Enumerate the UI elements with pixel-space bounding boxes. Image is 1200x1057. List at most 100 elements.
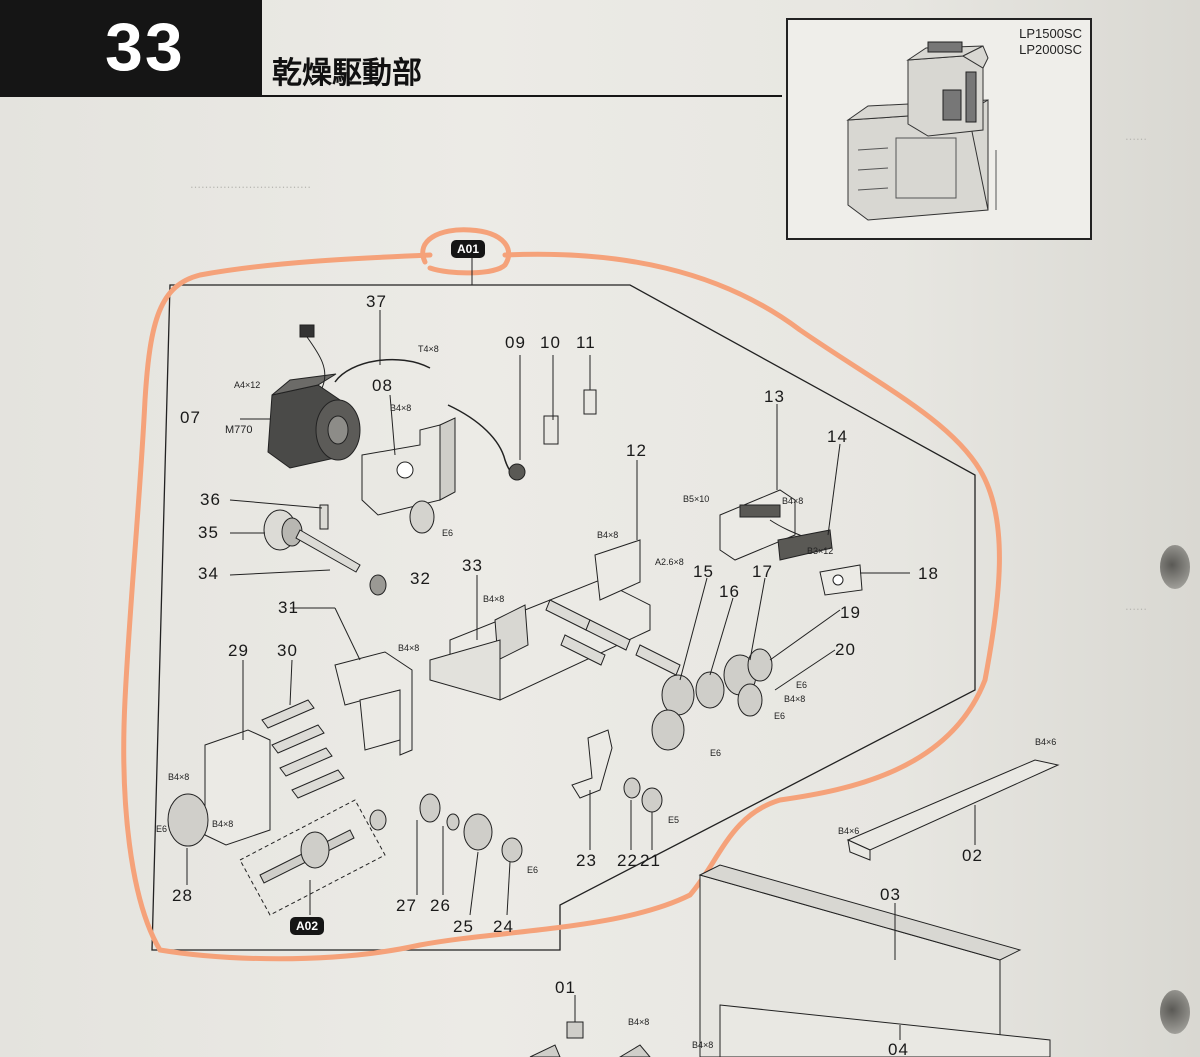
- fastener-a4x12: A4×12: [234, 380, 261, 390]
- part-label-20: 20: [835, 640, 856, 659]
- gear-32: [409, 500, 435, 534]
- page-number-block: 33: [0, 0, 262, 97]
- fastener-b4x8: B4×8: [483, 594, 505, 604]
- part-label-19: 19: [840, 603, 861, 622]
- part-label-18: 18: [918, 564, 939, 583]
- fastener-e6: E6: [710, 748, 722, 758]
- model-thumbnail-box: LP1500SC LP2000SC: [786, 18, 1092, 240]
- part-label-07: 07: [180, 408, 201, 427]
- part-label-23: 23: [576, 851, 597, 870]
- orange-highlight-outline: [121, 251, 1002, 962]
- page-number: 33: [105, 9, 185, 85]
- model-name-1: LP1500SC: [1019, 26, 1082, 41]
- part-label-21: 21: [640, 851, 661, 870]
- bracket-31: [334, 651, 413, 756]
- callout-a02: A02: [290, 917, 325, 935]
- bleed-through-text: ……: [1125, 130, 1147, 143]
- part-label-28: 28: [172, 886, 193, 905]
- fastener-b4x8: B4×8: [212, 819, 234, 829]
- gear-cluster: [651, 648, 773, 751]
- part-label-27: 27: [396, 896, 417, 915]
- section-title: 乾燥駆動部: [272, 56, 422, 91]
- small-parts-row: [369, 777, 663, 863]
- bracket-08: [361, 417, 456, 516]
- bleed-through-text: ……: [1125, 600, 1147, 613]
- cable-37: [334, 358, 431, 383]
- fastener-b4x6: B4×6: [1035, 737, 1057, 747]
- fastener-e6: E6: [796, 680, 808, 690]
- punch-hole: [1160, 990, 1190, 1034]
- part-label-24: 24: [493, 917, 514, 936]
- a02-shaft: [259, 829, 355, 884]
- fastener-b4x8: B4×8: [398, 643, 420, 653]
- harness-09: [447, 404, 521, 476]
- punch-hole: [1160, 545, 1190, 589]
- part-label-36: 36: [200, 490, 221, 509]
- part-label-31: 31: [278, 598, 299, 617]
- part-label-30: 30: [277, 641, 298, 660]
- sensor-13: [719, 489, 796, 561]
- part-label-29: 29: [228, 641, 249, 660]
- a02-assembly-box: [239, 799, 386, 916]
- part-label-33: 33: [462, 556, 483, 575]
- plate-29: [204, 729, 271, 846]
- fastener-b4x8: B4×8: [168, 772, 190, 782]
- part-label-13: 13: [764, 387, 785, 406]
- fastener-b4x8: B4×8: [784, 694, 806, 704]
- orange-callout-circle: [420, 227, 512, 276]
- connector-09: [508, 463, 526, 481]
- fastener-b4x8: B4×8: [628, 1017, 650, 1027]
- fastener-e6: E6: [442, 528, 454, 538]
- part-label-26: 26: [430, 896, 451, 915]
- rail-02: [846, 759, 1060, 861]
- part-label-11: 11: [576, 333, 596, 352]
- part-label-14: 14: [827, 427, 848, 446]
- fastener-b4x8: B4×8: [782, 496, 804, 506]
- bracket-12: [594, 539, 641, 601]
- motor-code: M770: [225, 424, 253, 436]
- lever-23: [571, 729, 613, 799]
- part-label-16: 16: [719, 582, 740, 601]
- fastener-b4x8: B4×8: [597, 530, 619, 540]
- fastener-e5: E5: [668, 815, 680, 825]
- part-label-15: 15: [693, 562, 714, 581]
- part-label-01: 01: [555, 978, 576, 997]
- motor-07: [267, 324, 361, 469]
- fastener-b4x6: B4×6: [838, 826, 860, 836]
- part-label-03: 03: [880, 885, 901, 904]
- fastener-t4x8: T4×8: [418, 344, 439, 354]
- rail-04: [719, 1004, 1051, 1057]
- part-label-12: 12: [626, 441, 647, 460]
- part-label-04: 04: [888, 1040, 909, 1057]
- model-name-2: LP2000SC: [1019, 42, 1082, 57]
- bleed-through-text: ……………………………: [190, 178, 311, 191]
- fastener-b4x8: B4×8: [692, 1040, 714, 1050]
- part-label-25: 25: [453, 917, 474, 936]
- screw-01: [529, 1021, 651, 1057]
- gear-28: [167, 793, 209, 847]
- fastener-e6: E6: [774, 711, 786, 721]
- a01-frame: [151, 284, 976, 951]
- cable-14: [769, 519, 833, 561]
- fastener-b3x12: B3×12: [807, 546, 834, 556]
- clip-11: [583, 389, 597, 415]
- fastener-b4x8: B4×8: [390, 403, 412, 413]
- part-label-09: 09: [505, 333, 526, 352]
- clip-10: [543, 415, 559, 445]
- part-label-34: 34: [198, 564, 219, 583]
- bushing: [369, 574, 387, 596]
- fastener-e6: E6: [527, 865, 539, 875]
- part-label-10: 10: [540, 333, 561, 352]
- callout-a01: A01: [451, 240, 486, 258]
- rods-30: [261, 699, 345, 799]
- fastener-e6: E6: [156, 824, 168, 834]
- part-label-17: 17: [752, 562, 773, 581]
- fastener-a26x8: A2.6×8: [655, 557, 684, 567]
- main-plate-33: [429, 579, 651, 701]
- part-label-22: 22: [617, 851, 638, 870]
- part-label-32: 32: [410, 569, 431, 588]
- fastener-b5x10: B5×10: [683, 494, 710, 504]
- part-label-37: 37: [366, 292, 387, 311]
